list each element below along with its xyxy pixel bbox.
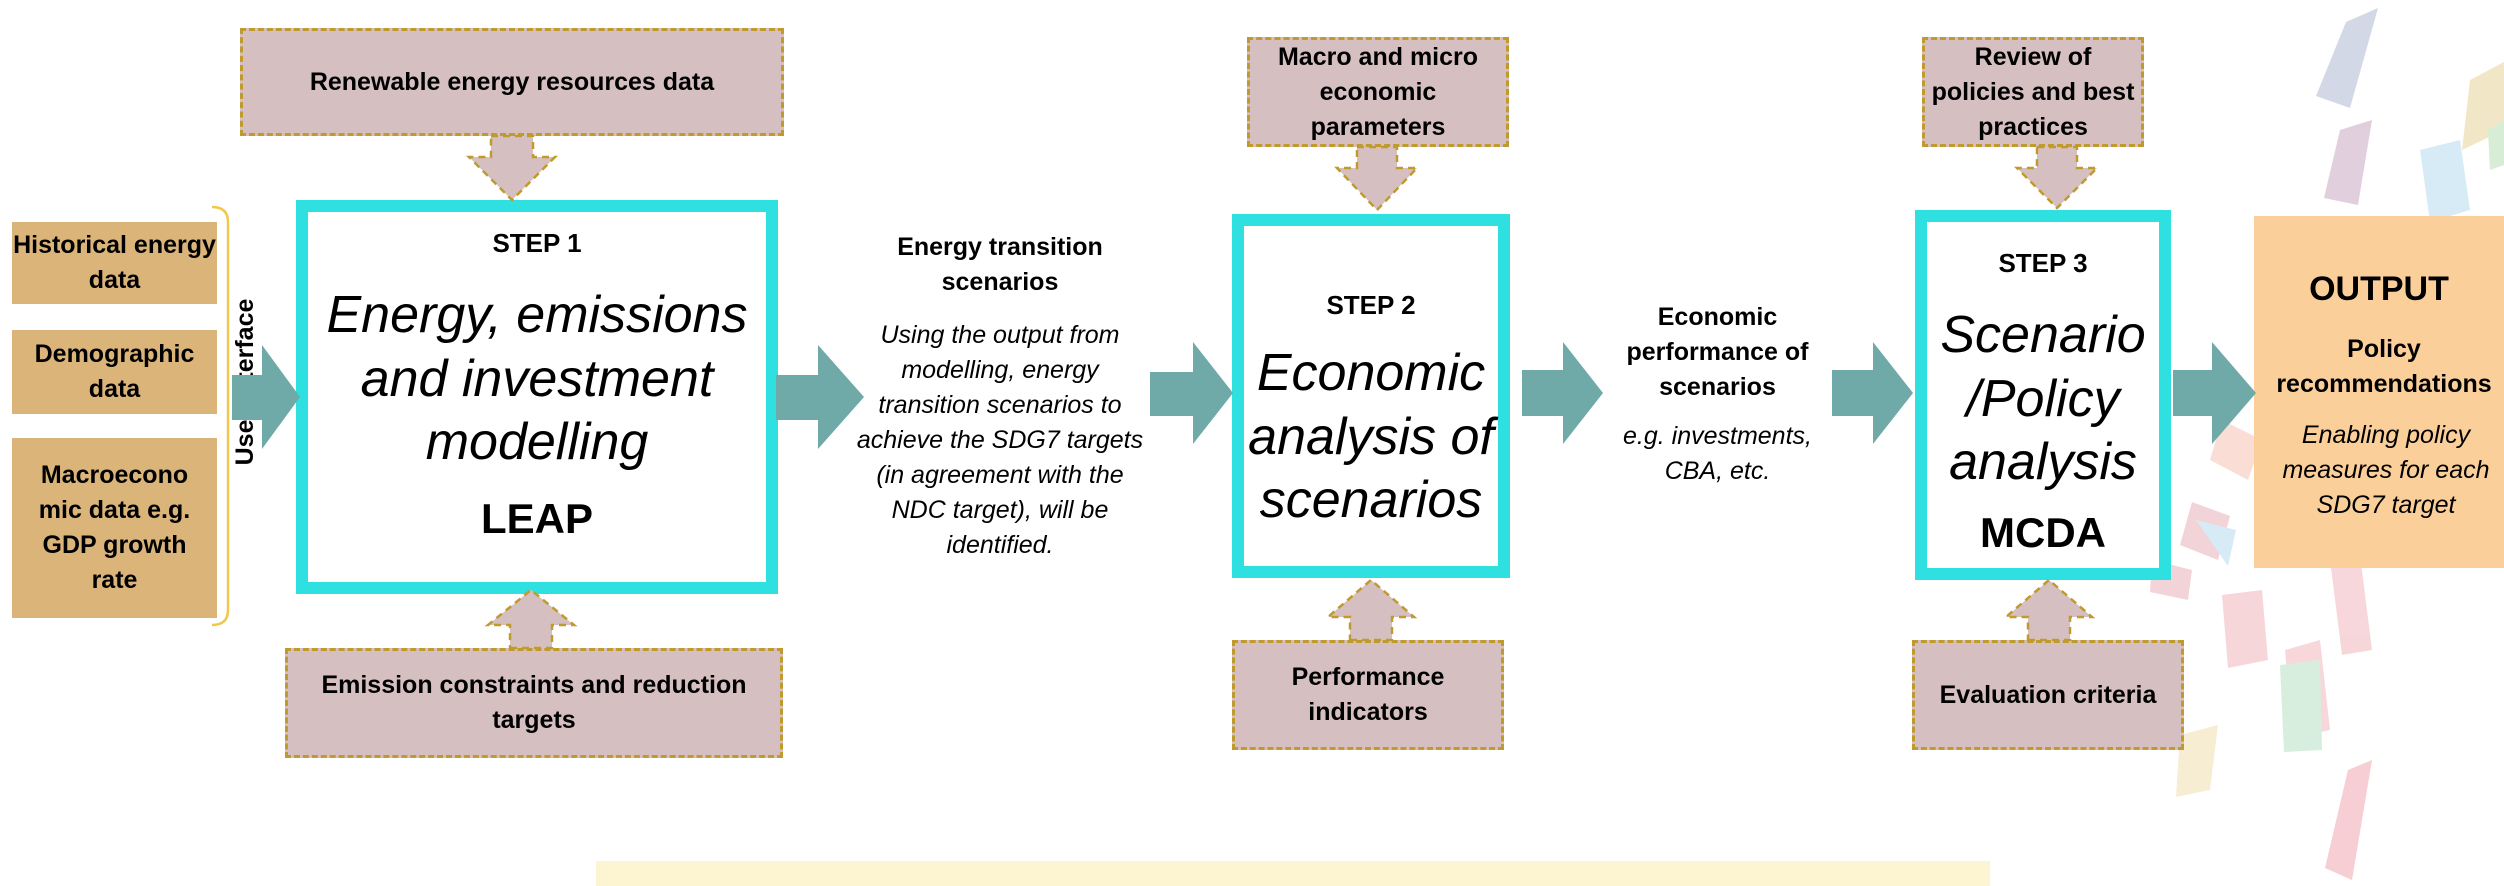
down-arrow-icon [2013,145,2101,210]
transition-title: Energy transition scenarios [897,233,1103,296]
up-arrow-icon [2002,578,2096,642]
right-arrow-icon [1522,342,1603,444]
side-input-label: Macroecono mic data e.g. GDP growth rate [38,461,191,594]
side-input-demographic: Demographic data [12,330,217,414]
right-arrow-icon [232,345,300,449]
right-arrow-icon [2173,342,2256,444]
down-arrow-icon [465,134,559,202]
top-input-economic-parameters: Macro and micro economic parameters [1247,37,1509,147]
step-label: STEP 2 [1326,290,1416,320]
step-label: STEP 1 [492,228,582,258]
tool-name: LEAP [480,495,593,542]
transition-1: Energy transition scenarios Using the ou… [855,230,1145,563]
right-arrow-icon [1832,342,1913,444]
top-input-label: Macro and micro economic parameters [1277,42,1479,141]
up-arrow-icon [1324,578,1418,642]
user-interface-bracket [211,205,230,627]
bottom-input-label: Emission constraints and reduction targe… [321,671,747,734]
side-input-label: Demographic data [34,340,195,403]
transition-2: Economic performance of scenarios e.g. i… [1600,300,1835,489]
side-input-label: Historical energy data [13,231,216,294]
top-input-label: Review of policies and best practices [1931,42,2135,141]
step-title: Energy, emissions and investment modelli… [326,286,748,472]
top-input-label: Renewable energy resources data [309,67,715,96]
side-input-macroeconomic: Macroecono mic data e.g. GDP growth rate [12,438,217,618]
bottom-input-performance-indicators: Performance indicators [1232,640,1504,750]
tool-name: MCDA [1980,509,2106,556]
step-2-box: STEP 2 Economic analysis of scenarios [1232,214,1510,578]
top-input-renewable-resources: Renewable energy resources data [240,28,784,136]
output-heading: OUTPUT [2309,270,2449,308]
bottom-input-label: Performance indicators [1291,663,1445,726]
transition-title: Economic performance of scenarios [1626,303,1809,401]
transition-text: Using the output from modelling, energy … [856,321,1144,559]
bottom-input-label: Evaluation criteria [1939,680,2157,709]
right-arrow-icon [1150,342,1233,444]
step-title: Scenario /Policy analysis [1940,306,2146,492]
step-title: Economic analysis of scenarios [1248,344,1494,530]
transition-text: e.g. investments, CBA, etc. [1623,422,1812,485]
right-arrow-icon [776,345,864,449]
side-input-historical-energy: Historical energy data [12,222,217,304]
bottom-input-evaluation-criteria: Evaluation criteria [1912,640,2184,750]
step-1-box: STEP 1 Energy, emissions and investment … [296,200,778,594]
output-text: Enabling policy measures for each SDG7 t… [2282,421,2490,519]
down-arrow-icon [1334,145,1420,212]
step-3-box: STEP 3 Scenario /Policy analysis MCDA [1915,210,2171,580]
bottom-input-emission-constraints: Emission constraints and reduction targe… [285,648,783,758]
top-input-policy-review: Review of policies and best practices [1922,37,2144,147]
up-arrow-icon [484,588,578,650]
step-label: STEP 3 [1998,248,2088,278]
output-subheading: Policy recommendations [2276,335,2492,398]
output-box: OUTPUT Policy recommendations Enabling p… [2254,216,2504,568]
bottom-banner [596,861,1990,886]
